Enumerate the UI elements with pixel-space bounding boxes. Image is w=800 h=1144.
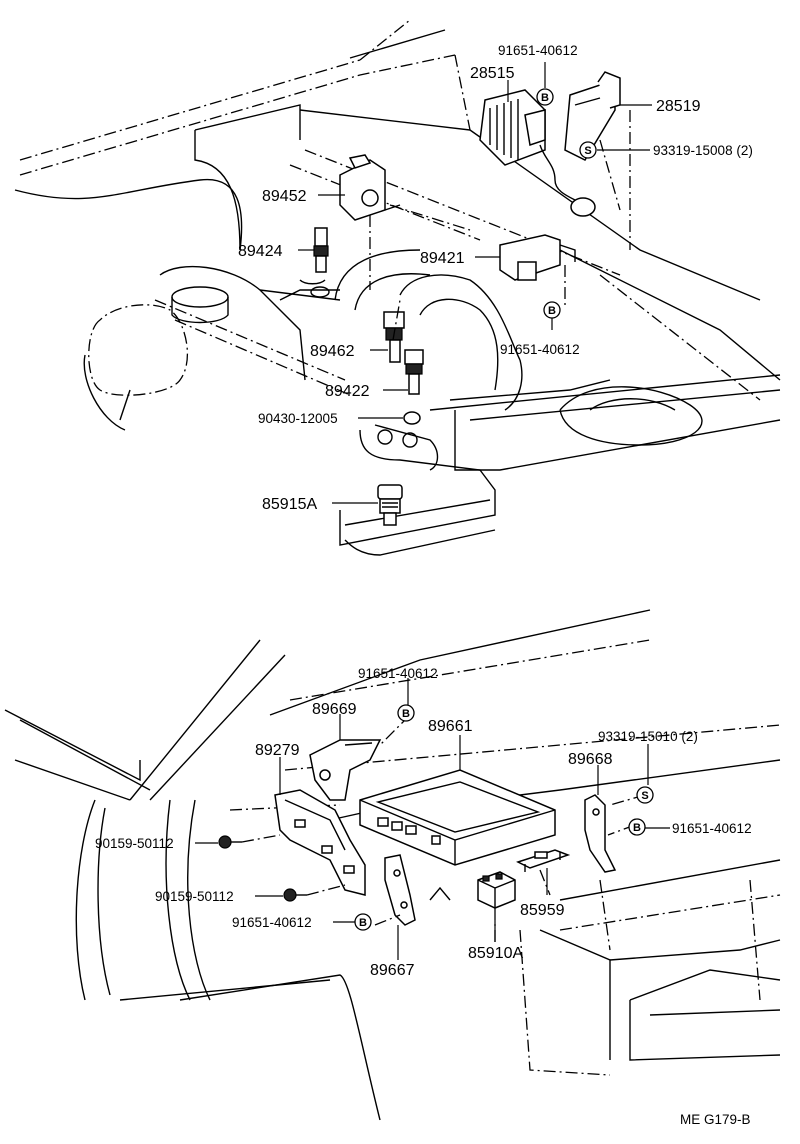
part-label: 89669 [312, 701, 357, 718]
part-label: 89661 [428, 718, 473, 735]
sensor-89424-part [313, 227, 329, 273]
part-label: 91651-40612 [232, 915, 312, 930]
svg-text:B: B [402, 708, 410, 720]
figure-code: ME G179-B [680, 1112, 751, 1127]
bolt-symbol-3: B [397, 704, 415, 722]
part-label: 89462 [310, 343, 355, 360]
part-label: 93319-15008 (2) [653, 143, 753, 158]
ecu-89661-part [359, 769, 556, 866]
part-label: 89667 [370, 962, 415, 979]
part-label: 89422 [325, 383, 370, 400]
leader-lines [195, 62, 670, 960]
part-label: 85915A [262, 496, 317, 513]
pressure-sensor-part [499, 234, 576, 281]
svg-text:B: B [633, 822, 641, 834]
screw-symbol-1: S [579, 141, 597, 159]
part-label: 85910A [468, 945, 523, 962]
gasket-part [403, 411, 421, 425]
part-label: 89452 [262, 188, 307, 205]
relay-85910A-part [477, 871, 516, 909]
bolt-symbol-4: B [628, 818, 646, 836]
screw-lower-part [283, 888, 307, 902]
part-label: 93319-15010 (2) [598, 729, 698, 744]
part-label: 91651-40612 [672, 821, 752, 836]
engine-bay-body [14, 19, 781, 556]
bracket-89668-part [584, 794, 617, 873]
part-label: 90430-12005 [258, 411, 338, 426]
bracket-89667-part [384, 854, 416, 926]
bolt-symbol-2: B [543, 301, 561, 319]
part-label: 89668 [568, 751, 613, 768]
screw-symbol-2: S [636, 786, 654, 804]
part-label: 28519 [656, 98, 701, 115]
svg-text:B: B [359, 917, 367, 929]
igniter-part [479, 89, 596, 217]
part-label: 28515 [470, 65, 515, 82]
part-label: 89424 [238, 243, 283, 260]
bolt-symbol-5: B [354, 913, 372, 931]
vsv-85915A-part [377, 484, 403, 526]
bracket-89279-part [274, 789, 366, 896]
cabin-body [4, 609, 781, 1121]
part-label: 89279 [255, 742, 300, 759]
svg-text:B: B [548, 305, 556, 317]
sensor-89422-part [404, 349, 424, 395]
part-label: 91651-40612 [500, 342, 580, 357]
part-label: 89421 [420, 250, 465, 267]
screw-upper-part [218, 835, 242, 849]
bracket-89669-part [309, 739, 382, 801]
part-label: 91651-40612 [498, 43, 578, 58]
svg-text:S: S [641, 790, 648, 802]
part-labels: 91651-40612 28515 28519 93319-15008 (2) … [95, 43, 753, 1127]
bolt-symbol-1: B [536, 88, 554, 106]
connector-85959-part [516, 849, 571, 872]
svg-text:S: S [584, 145, 591, 157]
part-label: 90159-50112 [155, 889, 234, 904]
svg-text:B: B [541, 92, 549, 104]
igniter-bracket-part [564, 71, 621, 161]
vacuum-sensor-part [339, 154, 401, 221]
part-label: 91651-40612 [358, 666, 438, 681]
part-label: 90159-50112 [95, 836, 174, 851]
part-label: 85959 [520, 902, 565, 919]
